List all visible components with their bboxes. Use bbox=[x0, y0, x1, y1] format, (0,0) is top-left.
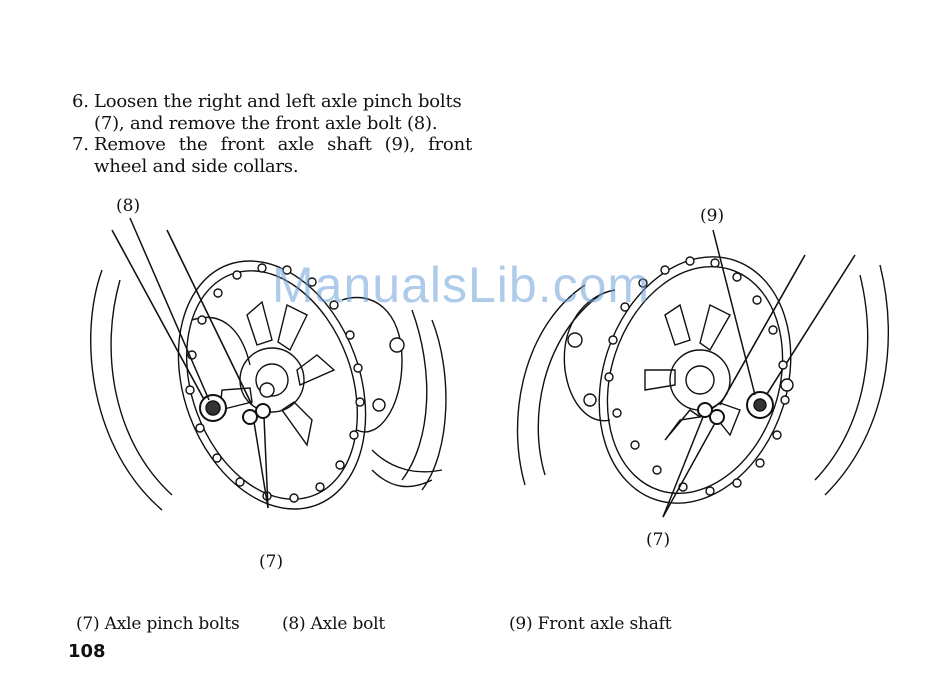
watermark-logo: ManualsLib.com bbox=[272, 256, 650, 314]
left-wheel-illustration: (8) (7) bbox=[72, 190, 472, 590]
caption-pinch-bolts: (7) Axle pinch bolts bbox=[76, 614, 240, 634]
step-7: 7. Remove the front axle shaft (9), fron… bbox=[72, 134, 472, 177]
right-wheel-drawing bbox=[505, 195, 910, 560]
step-text: Loosen the right and left axle pinch bol… bbox=[94, 91, 472, 134]
instruction-steps: 6. Loosen the right and left axle pinch … bbox=[72, 91, 472, 177]
callout-pinch-bolts: (7) bbox=[259, 552, 283, 572]
page-number: 108 bbox=[68, 641, 106, 662]
step-number: 6. bbox=[72, 91, 94, 134]
caption-axle-bolt: (8) Axle bolt bbox=[282, 614, 385, 634]
right-wheel-illustration: (9) (7) bbox=[505, 195, 910, 560]
callout-axle-bolt: (8) bbox=[116, 196, 140, 216]
caption-axle-shaft: (9) Front axle shaft bbox=[509, 614, 671, 634]
step-number: 7. bbox=[72, 134, 94, 177]
left-wheel-drawing bbox=[72, 190, 472, 590]
step-text: Remove the front axle shaft (9), front w… bbox=[94, 134, 472, 177]
callout-axle-shaft: (9) bbox=[700, 206, 724, 226]
step-6: 6. Loosen the right and left axle pinch … bbox=[72, 91, 472, 134]
callout-pinch-bolts: (7) bbox=[646, 530, 670, 550]
